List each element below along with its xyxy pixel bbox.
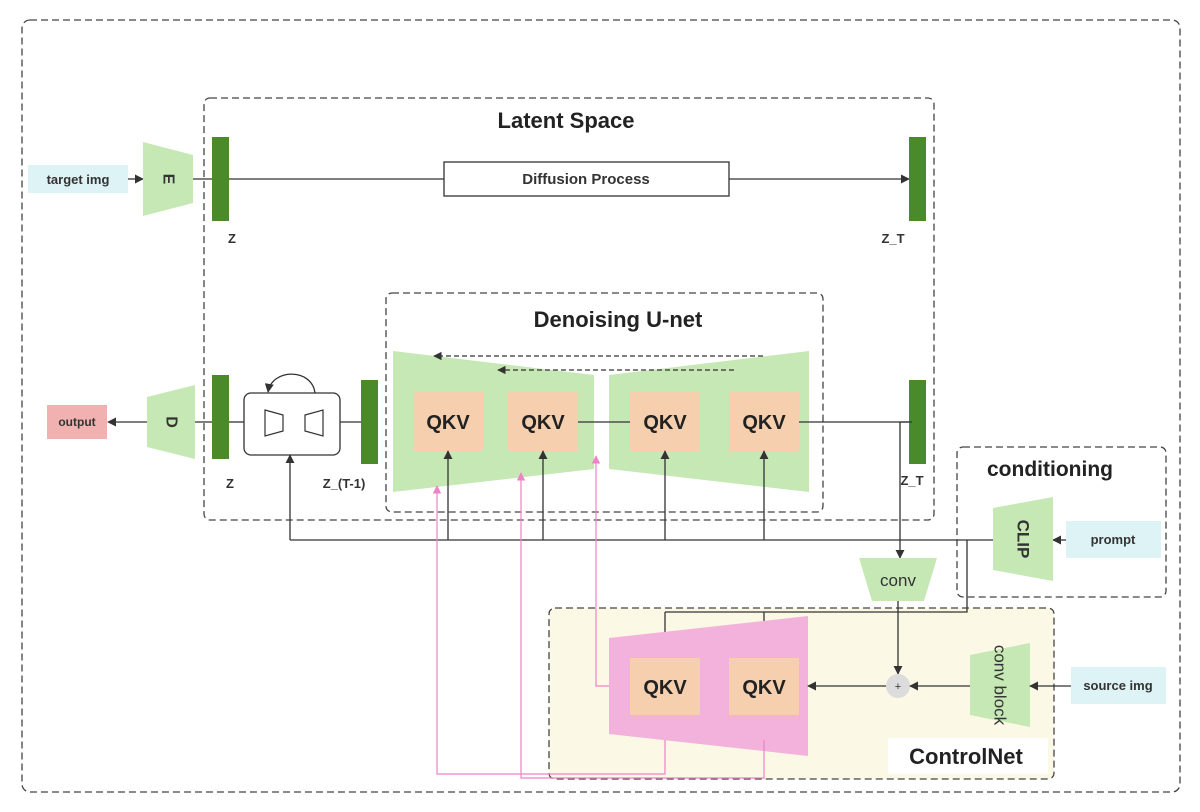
qkv-label-3: QKV [643,412,687,434]
conv-block-label: conv block [991,645,1010,726]
denoise-loop-box [243,392,341,456]
encoder-label: E [160,174,177,185]
clip-to-controlnet-line [665,540,968,613]
loop-decoder-icon [304,409,324,437]
conditioning-box [956,446,1167,598]
qkv-block-3 [630,392,700,451]
cn-qkv-label-2: QKV [742,677,786,699]
qkv-block-2 [508,392,578,451]
qkv-label-1: QKV [426,412,470,434]
control-arrow-skip-2 [516,472,765,779]
qkv-block-4 [729,392,799,451]
conv-label: conv [880,571,916,590]
latent-bar-z-t-minus-1 [361,380,378,464]
latent-bar-z-bottom [212,375,229,459]
target-img-label: target img [47,172,110,187]
qkv-label-2: QKV [521,412,565,434]
outer-frame [21,19,1181,793]
z-bottom-label: Z [226,476,234,491]
control-arrow-skip-1 [432,485,666,775]
latent-space-title: Latent Space [498,108,635,133]
controlnet-copy-shape [609,616,808,756]
loop-cycle-arrow [264,373,316,394]
plus-label: + [895,681,901,693]
latent-bar-zt-top [909,137,926,221]
latent-bar-zt-bottom [909,380,926,464]
arrow-zt-to-conv [895,421,912,559]
denoising-unet-box [385,292,824,513]
zt-top-label: Z_T [881,231,904,246]
qkv-label-4: QKV [742,412,786,434]
prompt-box [1066,521,1161,558]
output-label: output [58,415,95,429]
control-arrow-middle [591,455,609,687]
latent-bar-z-top [212,137,229,221]
unet-decoder-shape [609,351,809,492]
source-img-label: source img [1083,678,1152,693]
controlnet-title-bg [888,738,1048,774]
cn-qkv-label-1: QKV [643,677,687,699]
z-t-minus-1-label: Z_(T-1) [323,476,366,491]
encoder-trapezoid [143,142,193,216]
denoising-unet-title: Denoising U-net [534,307,703,332]
cn-qkv-block-1 [630,658,700,715]
diffusion-process-box [443,161,730,197]
clip-label: CLIP [1014,520,1033,559]
target-img-box [28,165,128,193]
cn-qkv-block-2 [729,658,799,715]
z-top-label: Z [228,231,236,246]
output-box [47,405,107,439]
zt-bottom-label: Z_T [900,473,923,488]
conv-block-trapezoid [970,643,1030,727]
decoder-label: D [163,416,180,428]
qkv-block-1 [413,392,483,451]
clip-trapezoid [993,497,1053,581]
diffusion-process-label: Diffusion Process [522,171,650,188]
latent-space-box [203,97,935,521]
loop-encoder-icon [264,409,284,437]
conv-trapezoid [859,558,937,601]
source-img-box [1071,667,1166,704]
plus-node [886,674,910,698]
decoder-trapezoid [147,385,195,459]
conditioning-title: conditioning [987,458,1113,481]
prompt-label: prompt [1091,532,1136,547]
controlnet-title: ControlNet [909,744,1023,769]
